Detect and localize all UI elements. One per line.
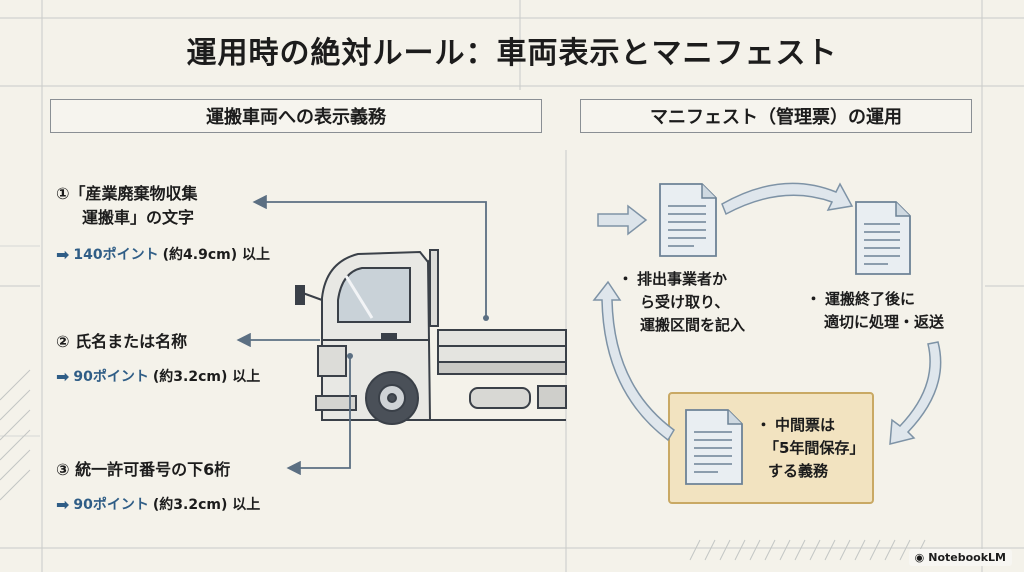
requirement-2-label: ② 氏名または名称 [56, 332, 188, 351]
arrow-right-icon: ➡ [56, 366, 70, 386]
arrow-right-icon: ➡ [56, 244, 70, 264]
requirement-2-size: ➡ 90ポイント (約3.2cm) 以上 [56, 366, 261, 386]
notebooklm-watermark: ◉ NotebookLM [908, 549, 1012, 566]
notebooklm-logo-icon: ◉ [914, 551, 925, 564]
requirement-1-size: ➡ 140ポイント (約4.9cm) 以上 [56, 244, 270, 264]
requirement-3-label: ③ 統一許可番号の下6桁 [56, 460, 231, 479]
arrow-right-icon: ➡ [56, 494, 70, 514]
section-heading-manifest: マニフェスト（管理票）の運用 [580, 99, 972, 133]
requirement-1-label: ①「産業廃棄物収集 運搬車」の文字 [56, 184, 198, 227]
section-heading-vehicle-display: 運搬車両への表示義務 [50, 99, 542, 133]
page-title: 運用時の絶対ルール：車両表示とマニフェスト [186, 36, 838, 71]
manifest-step-retain: ・中間票は 「5年間保存」 する義務 [756, 416, 865, 480]
manifest-step-return: ・運搬終了後に 適切に処理・返送 [806, 290, 945, 331]
manifest-step-receive: ・排出事業者か ら受け取り、 運搬区間を記入 [618, 270, 746, 334]
requirement-3-size: ➡ 90ポイント (約3.2cm) 以上 [56, 494, 261, 514]
